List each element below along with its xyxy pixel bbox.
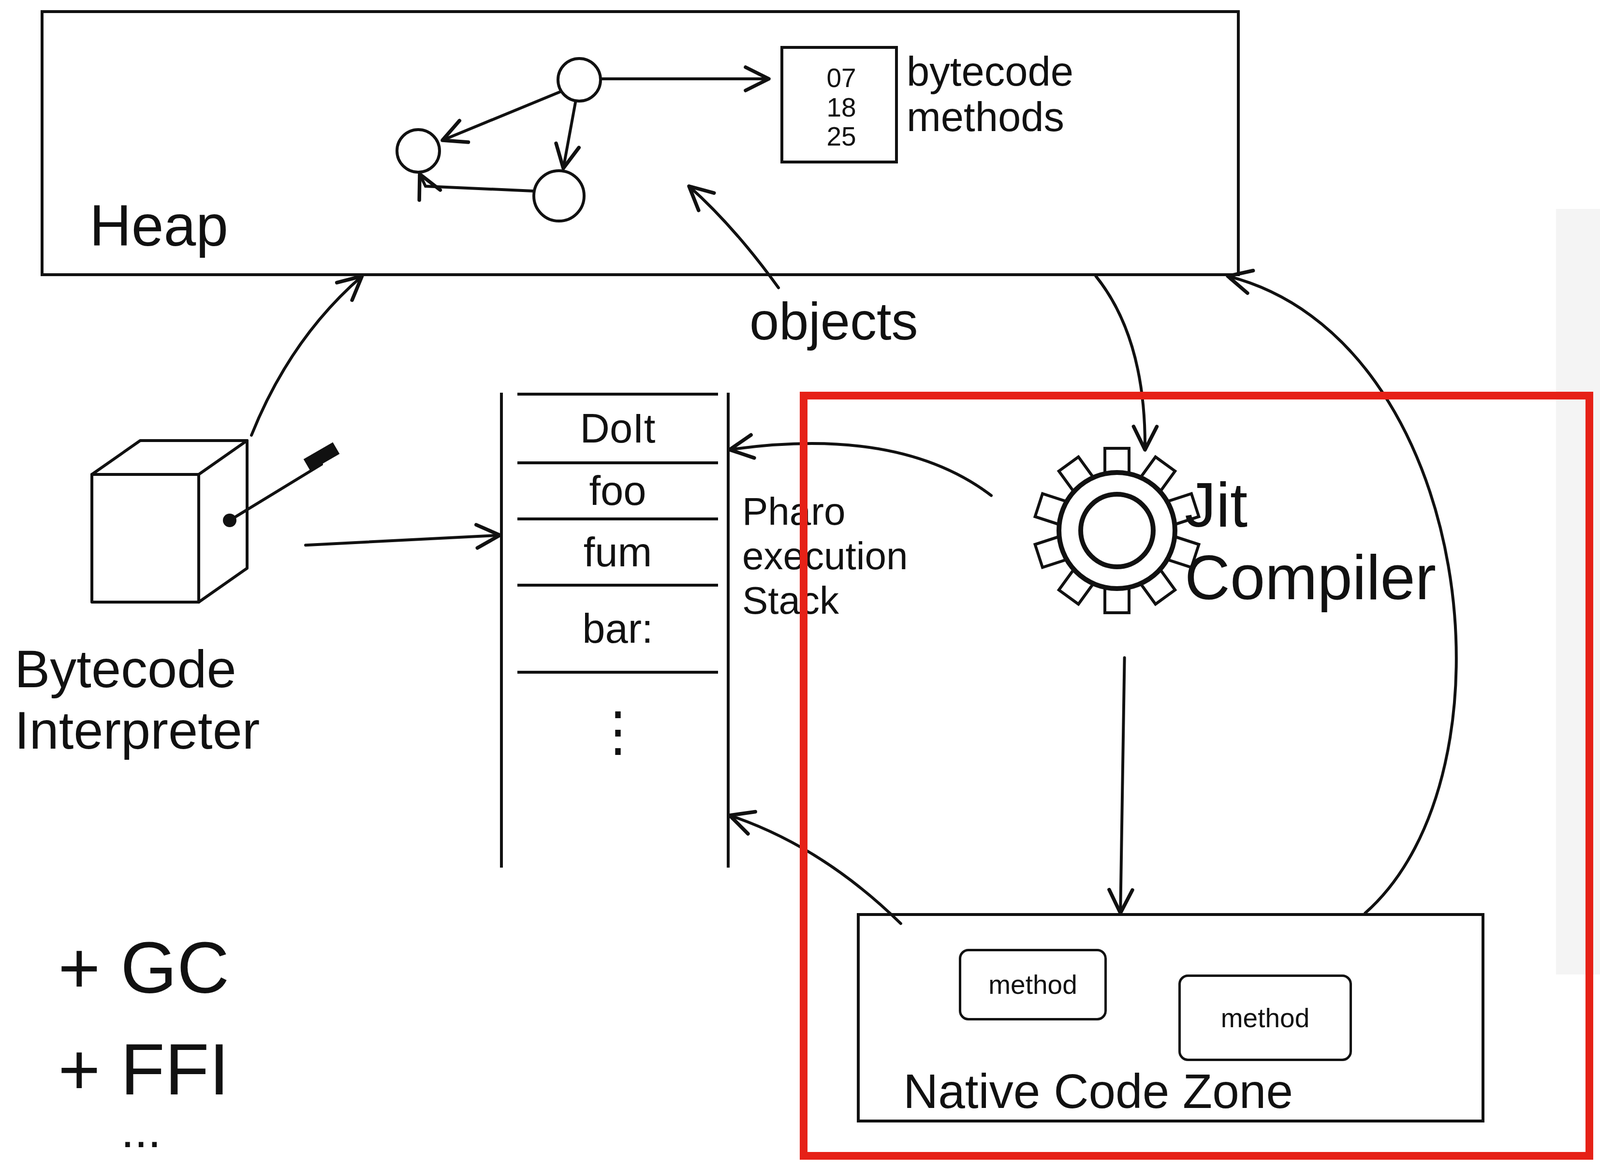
heap-zone: Heap07 18 25bytecode methods <box>40 10 1240 277</box>
reference-arrow <box>442 91 560 141</box>
flow-arrow <box>251 276 363 436</box>
highlight-frame <box>800 392 1593 1159</box>
crank-hub <box>222 513 237 528</box>
cube-face <box>91 440 248 475</box>
highlight-frame <box>803 395 1590 1156</box>
crank-arm <box>229 464 322 521</box>
method-box: method <box>958 948 1107 1021</box>
reference-arrow <box>601 77 769 81</box>
stack-label: Pharo execution Stack <box>742 489 951 623</box>
flow-arrow <box>1227 276 1457 913</box>
note-label: + FFI <box>58 1027 230 1112</box>
bytecode-values: 07 18 25 <box>817 63 866 152</box>
note-label: ... <box>120 1102 162 1159</box>
side-panel <box>1555 208 1600 975</box>
zone-title: Native Code Zone <box>903 1063 1460 1119</box>
note-label: + GC <box>58 925 230 1010</box>
method-label: method <box>1180 976 1350 1059</box>
box-heading: bytecode methods <box>906 48 1159 140</box>
stack-frame: bar: <box>517 586 719 674</box>
interpreter-node: Bytecode Interpreter <box>14 435 353 779</box>
object-circle <box>557 58 601 102</box>
object-circle <box>533 170 585 221</box>
more-frames: ⋮ <box>517 682 719 780</box>
flow-arrow <box>1095 276 1145 450</box>
stack-frame: fum <box>517 520 719 587</box>
zone-title: Heap <box>89 191 229 259</box>
component-label: Bytecode Interpreter <box>14 638 353 761</box>
flow-arrow <box>729 815 901 924</box>
component-label: Jit Compiler <box>1184 469 1499 614</box>
gear-body <box>1058 472 1175 589</box>
note-label: objects <box>749 290 919 352</box>
cube-face <box>198 440 248 602</box>
method-label: method <box>961 951 1105 1018</box>
flow-arrow <box>1120 657 1125 913</box>
method-box: method <box>1178 974 1352 1061</box>
object-circle <box>396 129 440 173</box>
interpreter-illustration <box>14 435 353 639</box>
leader-arrow <box>689 186 779 288</box>
execution-stack: DoItfoofumbar:⋮Pharo execution Stack <box>499 392 730 868</box>
flow-arrow <box>305 535 500 546</box>
stack-frame: DoIt <box>517 392 719 465</box>
gear-teeth <box>1035 448 1200 613</box>
gear-hub <box>1080 494 1154 567</box>
flow-arrow <box>729 443 992 496</box>
bytecode-box: 07 18 25bytecode methods <box>780 45 898 164</box>
reference-arrow <box>563 102 576 169</box>
crank-handle <box>303 441 340 471</box>
reference-arrow <box>419 174 534 191</box>
native-code-zone: Native Code Zonemethodmethod <box>856 912 1485 1123</box>
stack-frame: foo <box>517 464 719 521</box>
jit-node: Jit Compiler <box>991 449 1504 658</box>
cube-face <box>91 474 199 602</box>
